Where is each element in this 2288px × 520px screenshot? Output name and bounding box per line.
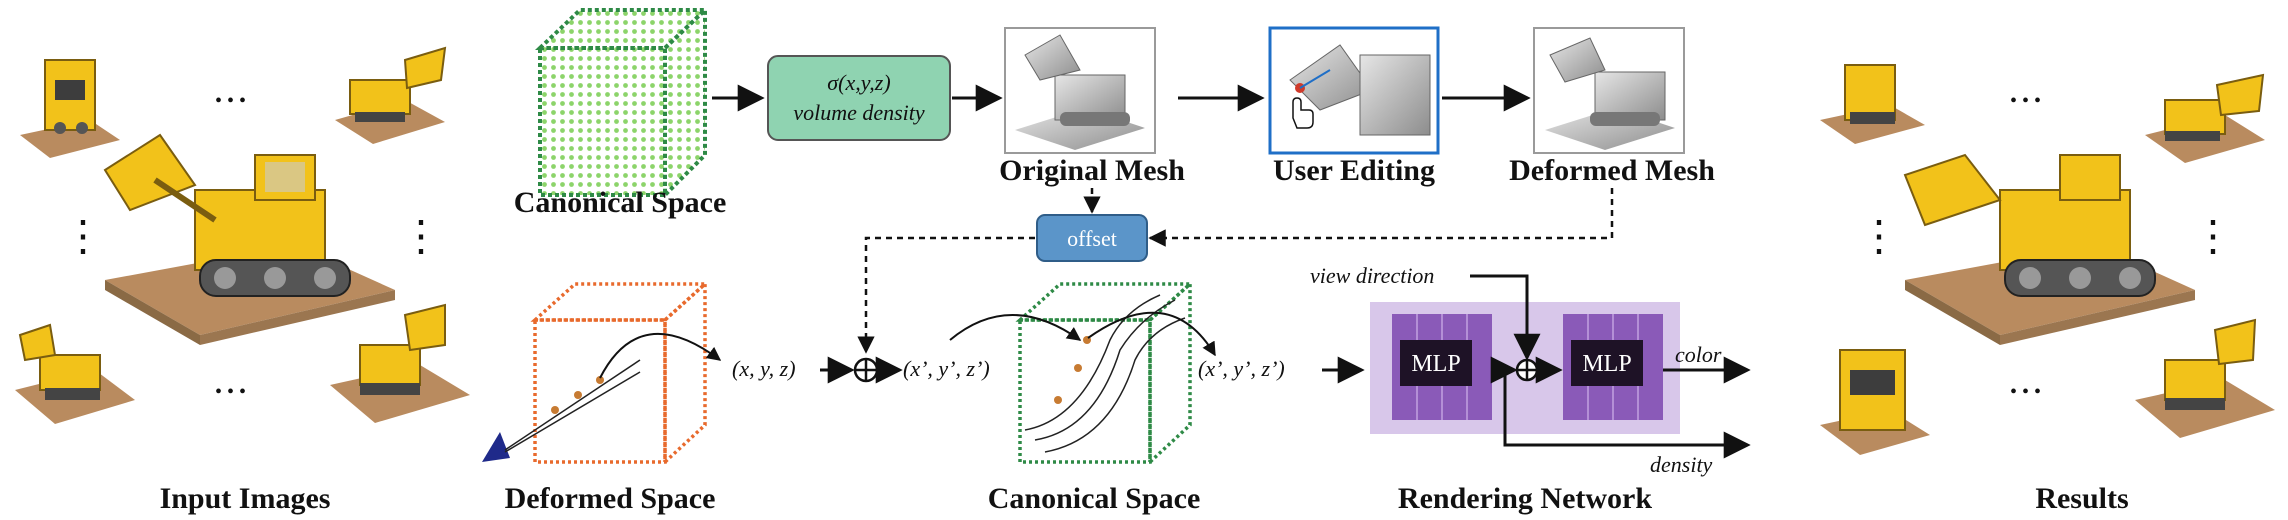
coord-xyz-prime-2: (x’, y’, z’) [1198,356,1285,381]
arrow-view-direction [1470,274,1541,361]
result-thumbnail [2145,73,2265,163]
offset-box: offset [1036,214,1148,262]
toy-thumbnail [330,303,470,423]
mlp-block-1: MLP [1392,314,1492,420]
label-deformed-mesh: Deformed Mesh [1509,154,1715,187]
camera-icon [482,432,510,462]
volume-density-box: σ(x,y,z) volume density [767,55,951,141]
dashed-arrow-offset-to-sum [857,236,1035,354]
ellipsis-h: • • • [215,381,246,403]
toy-thumbnail [15,323,135,424]
mlp-2-label: MLP [1582,351,1631,377]
ellipsis-v: ⋮ [400,214,442,260]
canonical-space-cube-bottom [949,280,1216,467]
label-deformed-space: Deformed Space [505,482,716,515]
density-formula: σ(x,y,z) [827,70,890,95]
ellipsis-v: ⋮ [1858,214,1900,260]
ellipsis-v: ⋮ [2192,214,2234,260]
label-density: density [1650,452,1713,477]
toy-thumbnail [20,59,120,158]
toy-thumbnail [335,46,447,144]
deformed-space-cube [482,280,722,467]
mlp-block-2: MLP [1563,314,1663,420]
arrow-density-out [1503,370,1751,459]
user-editing-image [1268,26,1440,155]
label-results: Results [2035,482,2128,515]
label-view-direction: view direction [1310,263,1434,288]
ellipsis-h: • • • [2010,90,2041,112]
label-canonical-space-top: Canonical Space [514,186,727,219]
label-color: color [1675,342,1722,367]
ellipsis-h: • • • [2010,381,2041,403]
offset-label: offset [1067,226,1117,251]
label-rendering-network: Rendering Network [1398,482,1652,515]
label-original-mesh: Original Mesh [999,154,1185,187]
result-thumbnail [2135,318,2275,438]
coord-xyz-prime-1: (x’, y’, z’) [903,356,990,381]
network-sum-node [1515,358,1539,382]
dashed-arrow-deformed-to-offset [1148,188,1614,247]
result-thumbnail [1820,349,1930,455]
canonical-space-cube-top [534,5,711,200]
sum-node [853,357,879,383]
ellipsis-h: • • • [215,90,246,112]
label-canonical-space-bottom: Canonical Space [988,482,1201,515]
deformed-mesh-image [1533,27,1685,154]
coord-xyz: (x, y, z) [732,356,796,381]
label-input-images: Input Images [160,482,331,515]
toy-main-image [103,133,395,345]
label-user-editing: User Editing [1273,154,1435,187]
density-caption: volume density [793,100,925,125]
mlp-1-label: MLP [1411,351,1460,377]
input-images-panel: • • • ⋮ ⋮ • • • [15,46,470,515]
result-thumbnail [1820,64,1925,144]
result-main-image [1903,153,2195,345]
ellipsis-v: ⋮ [62,214,104,260]
results-panel: • • • ⋮ ⋮ • • • [1820,64,2275,515]
rendering-network: MLP MLP [1370,274,1751,459]
original-mesh-image [1004,27,1156,154]
